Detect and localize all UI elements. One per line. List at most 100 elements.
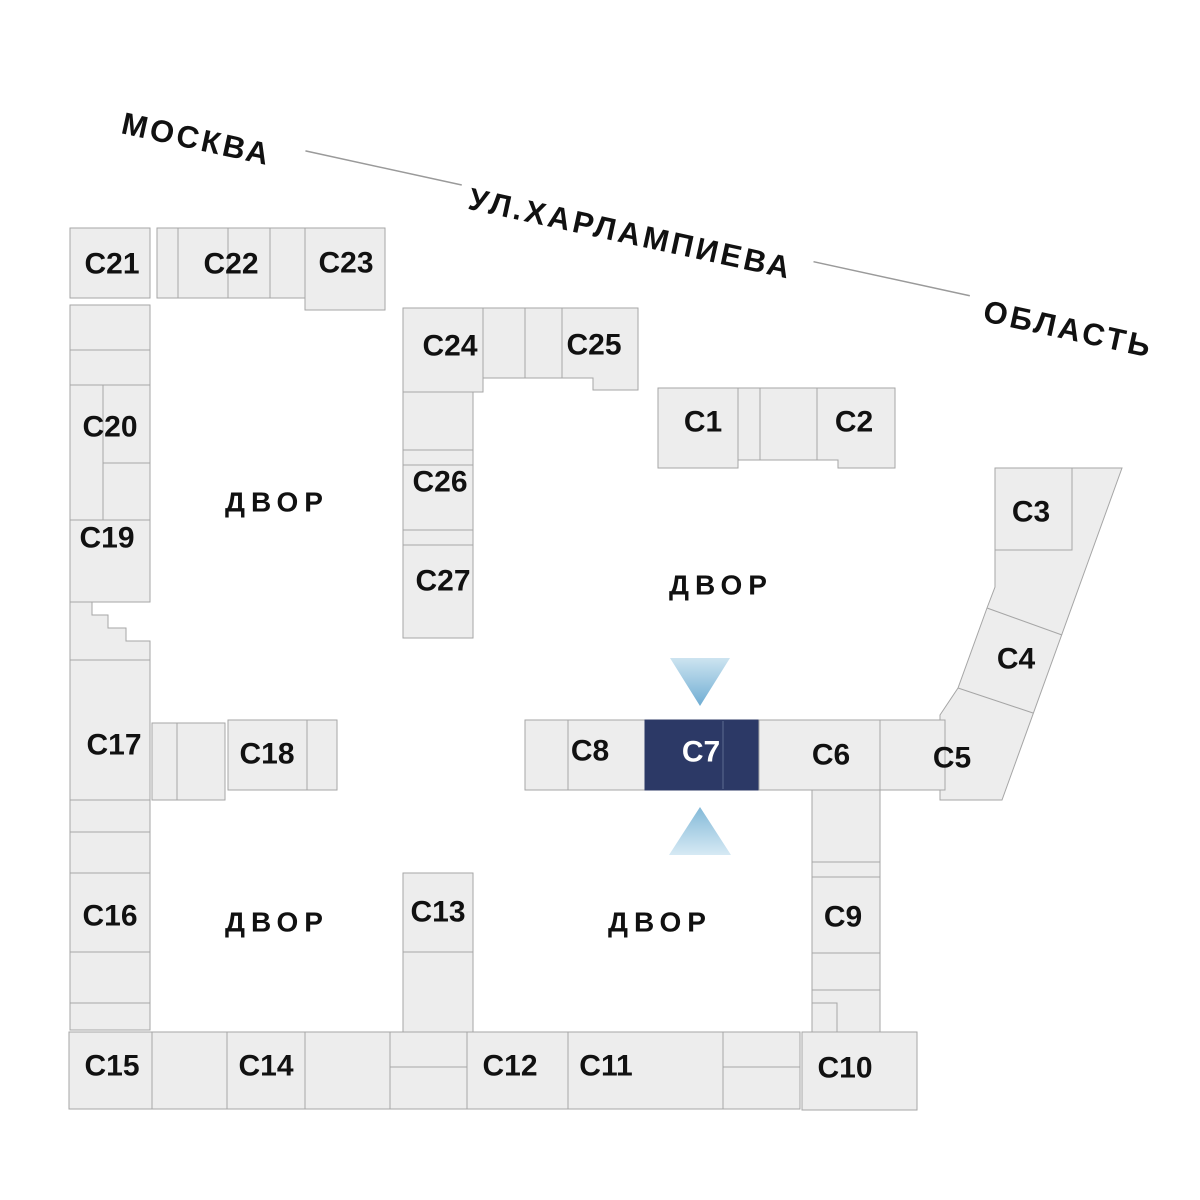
building-c6[interactable] — [758, 719, 881, 791]
building-section[interactable] — [306, 719, 338, 791]
building-c26-label: С26 — [412, 466, 467, 499]
building-c2-label: С2 — [835, 406, 873, 439]
building-section[interactable] — [524, 719, 569, 791]
band-divider — [986, 607, 1063, 636]
building-c1-label: С1 — [684, 406, 722, 439]
building-c19-label: С19 — [79, 522, 134, 555]
building-c6-label: С6 — [812, 739, 850, 772]
arrow-down-icon — [670, 658, 730, 706]
building-c4-label: С4 — [997, 643, 1036, 676]
building-section[interactable] — [176, 722, 226, 801]
building-section[interactable] — [69, 799, 151, 833]
building-c19[interactable] — [69, 519, 151, 603]
building-c1[interactable] — [657, 387, 739, 469]
building-section[interactable] — [389, 1031, 468, 1068]
building-c15[interactable] — [68, 1031, 153, 1110]
building-c15-label: С15 — [84, 1050, 139, 1083]
building-section[interactable] — [811, 789, 881, 863]
building-c25[interactable] — [561, 307, 639, 391]
building-c2[interactable] — [816, 387, 896, 469]
building-c18-label: С18 — [239, 738, 294, 771]
arrow-up-icon — [669, 807, 731, 855]
courtyard-label-bottom-left: ДВОР — [225, 907, 329, 938]
building-c13[interactable] — [402, 872, 474, 953]
building-section[interactable] — [69, 831, 151, 874]
building-section[interactable] — [269, 227, 306, 299]
building-c20[interactable] — [69, 384, 104, 521]
building-c20-label: С20 — [82, 411, 137, 444]
building-c10-label: С10 — [817, 1052, 872, 1085]
building-section[interactable] — [482, 307, 526, 379]
building-c9[interactable] — [811, 876, 881, 954]
building-section[interactable] — [402, 449, 474, 466]
building-c14-label: С14 — [238, 1050, 293, 1083]
building-section[interactable] — [69, 951, 151, 1004]
building-c12[interactable] — [466, 1031, 569, 1110]
building-c12-label: С12 — [482, 1050, 537, 1083]
building-c9-label: С9 — [824, 901, 862, 934]
building-section[interactable] — [737, 387, 761, 461]
building-section[interactable] — [389, 1066, 468, 1110]
building-c18[interactable] — [227, 719, 308, 791]
building-c27[interactable] — [402, 544, 474, 639]
street-line — [813, 260, 970, 297]
building-section[interactable] — [151, 722, 178, 801]
building-c24[interactable] — [402, 307, 484, 393]
building-c22[interactable] — [177, 227, 229, 299]
street-city-label: МОСКВА — [119, 106, 275, 173]
building-c5-section[interactable] — [879, 719, 946, 791]
street-name-label: УЛ.ХАРЛАМПИЕВА — [465, 181, 796, 286]
building-c27-label: С27 — [415, 565, 470, 598]
building-c24-label: С24 — [422, 330, 477, 363]
building-c3-label: С3 — [1012, 496, 1050, 529]
band-divider — [957, 687, 1034, 714]
building-c3[interactable] — [994, 467, 1073, 551]
building-c25-label: С25 — [566, 329, 621, 362]
building-c17[interactable] — [69, 659, 151, 801]
building-c16[interactable] — [69, 872, 151, 953]
building-section[interactable] — [156, 227, 179, 299]
building-section[interactable] — [69, 1002, 151, 1031]
building-c16-label: С16 — [82, 900, 137, 933]
building-section[interactable] — [402, 529, 474, 546]
building-section-stairs[interactable] — [69, 601, 151, 661]
building-section[interactable] — [811, 861, 881, 878]
courtyard-label-center: ДВОР — [669, 570, 773, 601]
building-c11[interactable] — [567, 1031, 724, 1110]
building-section[interactable] — [304, 1031, 391, 1110]
courtyard-label-bottom-center: ДВОР — [608, 907, 712, 938]
building-c11-label: С11 — [579, 1050, 632, 1083]
stem-divider — [812, 1002, 838, 1032]
courtyard-label-top-left: ДВОР — [225, 487, 329, 518]
street-line — [305, 150, 462, 186]
building-c23-label: С23 — [318, 247, 373, 280]
building-c23[interactable] — [304, 227, 386, 311]
building-section[interactable] — [69, 304, 151, 351]
building-c8[interactable] — [567, 719, 646, 791]
building-c14[interactable] — [226, 1031, 306, 1110]
building-section[interactable] — [759, 387, 818, 461]
building-c5-label: С5 — [933, 742, 971, 775]
building-c8-label: С8 — [571, 735, 609, 768]
building-section[interactable] — [811, 952, 881, 991]
building-c26[interactable] — [402, 464, 474, 531]
building-c7-selected[interactable] — [644, 719, 759, 791]
building-section[interactable] — [722, 1031, 801, 1068]
building-c21[interactable] — [69, 227, 151, 299]
building-section[interactable] — [69, 349, 151, 386]
street-region-label: ОБЛАСТЬ — [980, 294, 1156, 365]
building-section[interactable] — [811, 989, 881, 1033]
building-section[interactable] — [722, 1066, 801, 1110]
building-section[interactable] — [524, 307, 563, 379]
building-c7-label: С7 — [682, 736, 720, 769]
building-c13-label: С13 — [410, 896, 465, 929]
building-c20-section[interactable] — [102, 462, 151, 521]
building-c20-section[interactable] — [102, 384, 151, 464]
building-section[interactable] — [402, 951, 474, 1033]
building-section[interactable] — [402, 391, 474, 451]
building-c21-label: С21 — [84, 248, 139, 281]
building-c3-c4-c5-band[interactable] — [939, 467, 1123, 801]
building-section[interactable] — [151, 1031, 228, 1110]
building-c17-label: С17 — [86, 729, 141, 762]
